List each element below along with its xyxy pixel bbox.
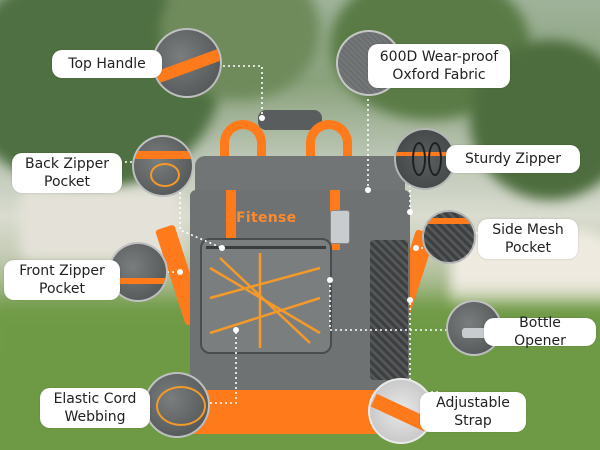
orange-handle-left <box>220 120 266 190</box>
brand-logo: Fitense <box>236 210 297 226</box>
back-zipper-detail <box>132 135 194 197</box>
label-bottle-opener: Bottle Opener <box>484 315 596 349</box>
label-top-handle: Top Handle <box>52 50 162 78</box>
label-adjustable-strap: Adjustable Strap <box>420 392 526 432</box>
elastic-cord <box>209 253 321 348</box>
orange-handle-right <box>306 120 352 190</box>
front-pocket-zipper <box>206 246 326 249</box>
label-elastic-cord: Elastic Cord Webbing <box>40 388 150 428</box>
label-back-zipper-line2: Pocket <box>44 174 90 190</box>
label-elastic-line2: Webbing <box>64 409 126 425</box>
label-back-zipper-line1: Back Zipper <box>24 156 110 172</box>
label-front-zipper-line1: Front Zipper <box>19 263 105 279</box>
label-sturdy-zipper-text: Sturdy Zipper <box>464 151 561 167</box>
label-front-zipper-line2: Pocket <box>39 281 85 297</box>
label-top-handle-text: Top Handle <box>68 56 146 72</box>
top-handle-detail <box>152 28 222 98</box>
label-strap-line2: Strap <box>454 413 492 429</box>
label-sturdy-zipper: Sturdy Zipper <box>446 145 580 173</box>
bottle-opener <box>330 210 350 244</box>
top-handle <box>258 110 322 130</box>
label-strap-line1: Adjustable <box>436 395 510 411</box>
label-fabric-line1: 600D Wear-proof <box>379 49 499 65</box>
side-mesh-panel <box>370 240 408 380</box>
label-side-mesh-line1: Side Mesh <box>492 222 564 238</box>
label-elastic-line1: Elastic Cord <box>53 391 137 407</box>
label-front-zipper: Front Zipper Pocket <box>4 260 120 300</box>
label-side-mesh: Side Mesh Pocket <box>478 219 578 259</box>
body-strap-left <box>226 190 236 250</box>
label-fabric: 600D Wear-proof Oxford Fabric <box>368 44 510 88</box>
label-side-mesh-line2: Pocket <box>505 240 551 256</box>
sturdy-zipper-detail <box>394 128 456 190</box>
label-bottle-opener-text: Bottle Opener <box>514 315 566 349</box>
side-mesh-detail <box>422 210 476 264</box>
label-back-zipper: Back Zipper Pocket <box>12 153 122 193</box>
cooler-bag: Fitense <box>155 110 436 450</box>
label-fabric-line2: Oxford Fabric <box>392 67 486 83</box>
elastic-cord-detail <box>144 372 210 438</box>
